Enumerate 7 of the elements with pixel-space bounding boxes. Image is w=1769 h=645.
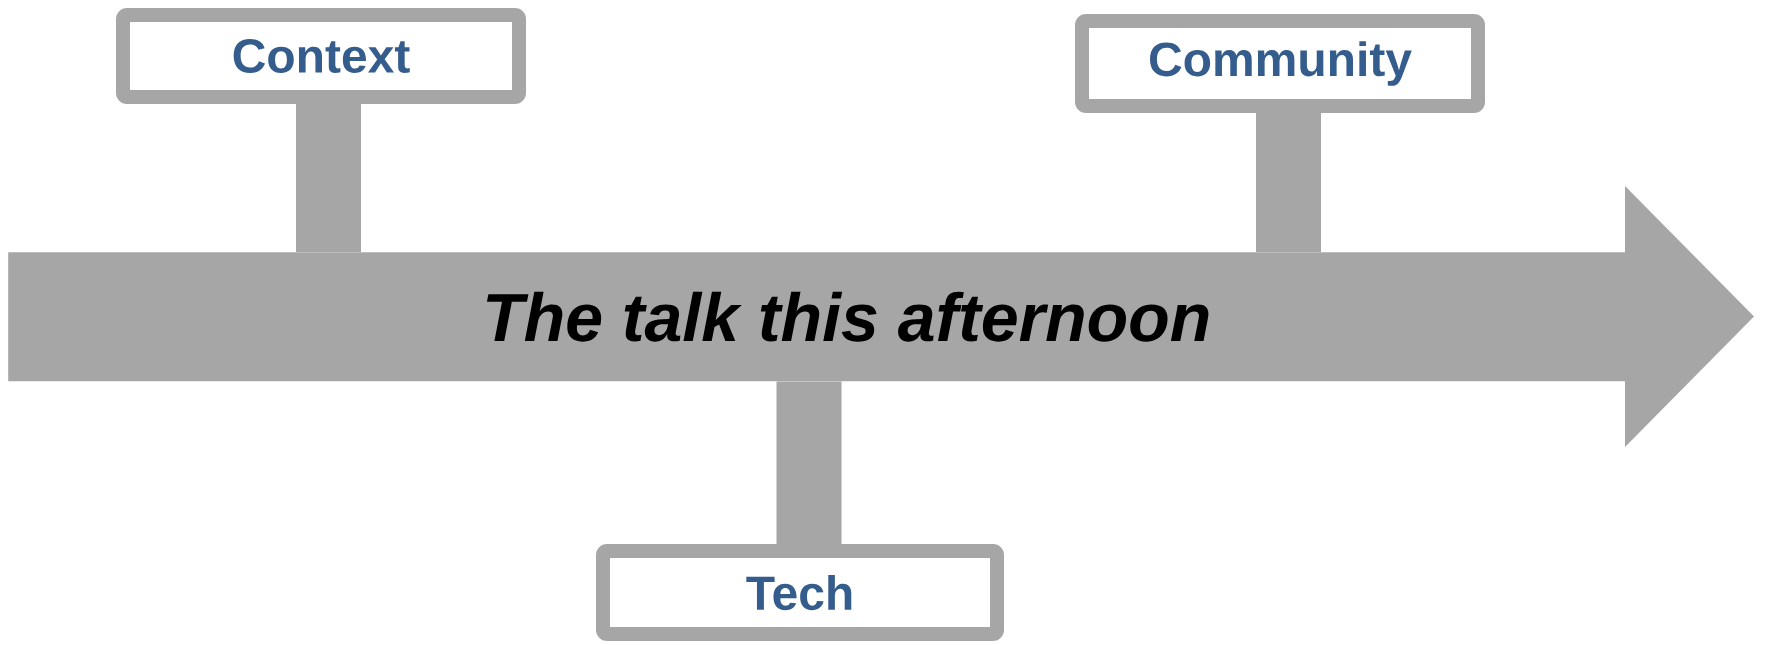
connector-stem <box>296 104 361 252</box>
connector-stem <box>1256 113 1321 252</box>
connector-stem <box>776 381 842 544</box>
label-box: Context <box>116 8 526 104</box>
label-box: Community <box>1075 14 1485 113</box>
arrow-band: The talk this afternoon <box>8 186 1754 447</box>
label-box: Tech <box>596 544 1004 641</box>
